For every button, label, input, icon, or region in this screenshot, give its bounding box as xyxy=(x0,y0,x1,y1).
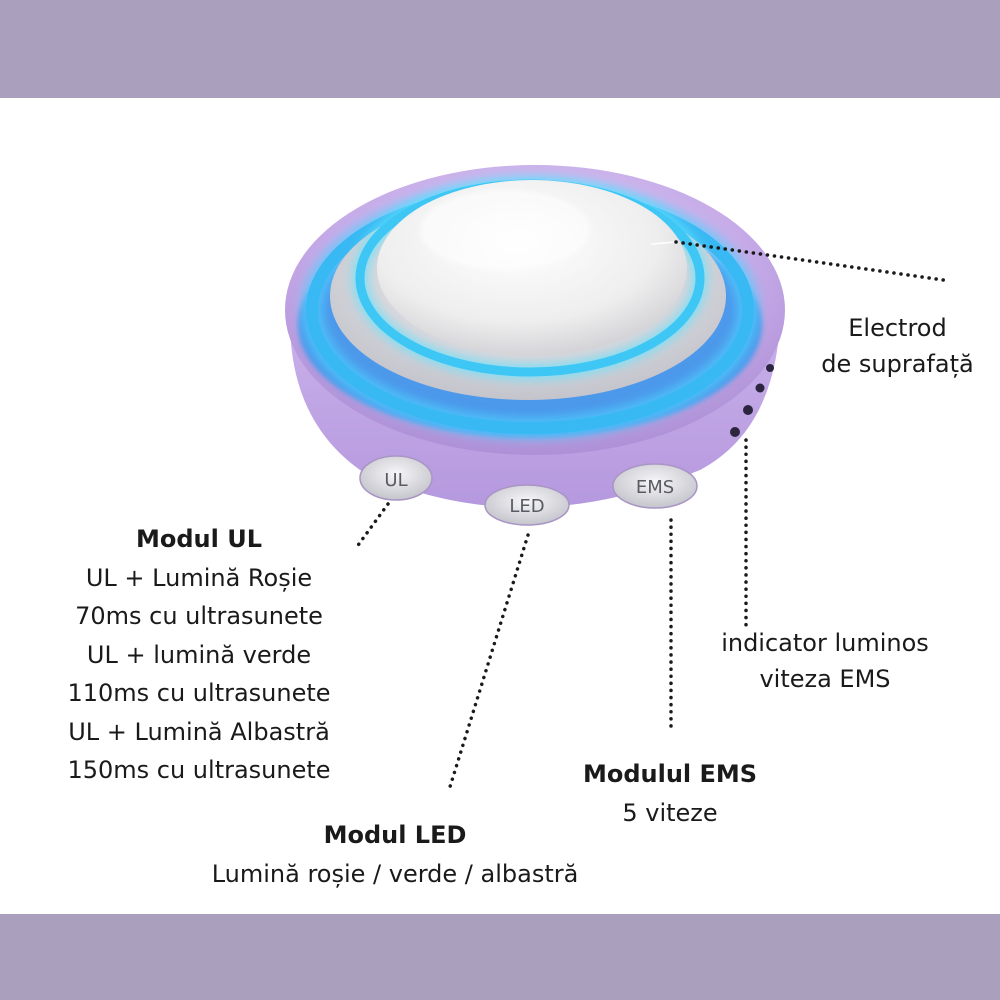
led-button-label: LED xyxy=(509,496,544,517)
ems-mode-callout: Modulul EMS 5 viteze xyxy=(570,755,770,832)
electrode-leader-solid xyxy=(651,241,677,245)
ul-leader xyxy=(354,502,390,550)
ul-mode-title: Modul UL xyxy=(136,525,262,553)
ems-button-label: EMS xyxy=(636,477,674,498)
indicator-line-1: indicator luminos xyxy=(721,629,929,657)
electrode-highlight xyxy=(420,190,590,270)
ul-mode-line-2: 70ms cu ultrasunete xyxy=(75,602,323,630)
top-band xyxy=(0,0,1000,98)
ul-mode-line-1: UL + Lumină Roșie xyxy=(85,563,313,592)
ul-button[interactable]: UL xyxy=(359,455,433,501)
led-mode-line-1: Lumină roșie / verde / albastră xyxy=(211,859,579,888)
ul-mode-line-4: 110ms cu ultrasunete xyxy=(67,679,331,707)
led-leader xyxy=(447,533,530,792)
ul-button-label: UL xyxy=(384,470,407,491)
electrode-line-2: de suprafață xyxy=(821,350,974,378)
ems-mode-line-1: 5 viteze xyxy=(622,798,718,827)
indicator-line-2: viteza EMS xyxy=(759,665,891,693)
ul-mode-line-6: 150ms cu ultrasunete xyxy=(67,756,331,784)
ems-mode-title: Modulul EMS xyxy=(582,760,758,788)
ul-mode-line-3: UL + lumină verde xyxy=(86,640,312,669)
led-mode-title: Modul LED xyxy=(323,821,467,849)
ul-mode-line-5: UL + Lumină Albastră xyxy=(68,717,330,746)
electrode-line-1: Electrod xyxy=(848,314,947,342)
bottom-band xyxy=(0,914,1000,1000)
electrode-callout: Electrod de suprafață xyxy=(790,310,1000,382)
led-mode-callout: Modul LED Lumină roșie / verde / albastr… xyxy=(180,816,610,893)
led-button[interactable]: LED xyxy=(484,484,570,526)
indicator-callout: indicator luminos viteza EMS xyxy=(700,625,950,697)
ul-mode-callout: Modul UL UL + Lumină Roșie 70ms cu ultra… xyxy=(40,520,358,790)
ems-button[interactable]: EMS xyxy=(612,463,698,509)
ems-speed-indicator-lights xyxy=(730,364,774,437)
